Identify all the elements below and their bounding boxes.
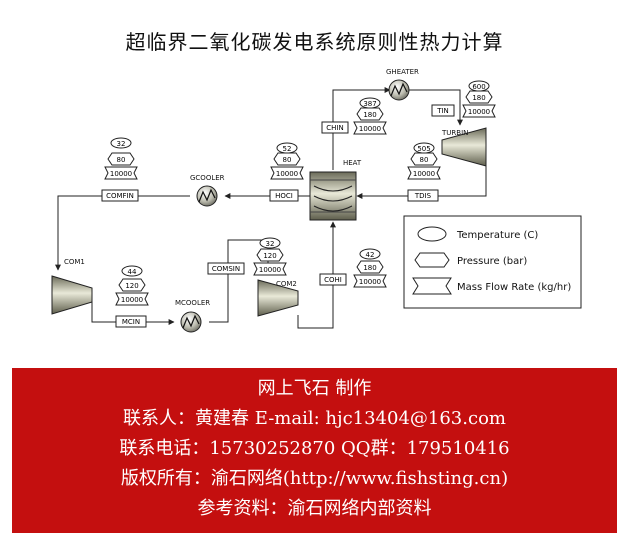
tdis-label: TDIS [414,192,432,200]
chin-mass-flow: 10000 [359,125,381,133]
stream-label-tdis: TDIS [407,189,439,202]
legend: Temperature (C) Pressure (bar) Mass Flow… [403,215,582,309]
stream-label-cohi: COHI [319,273,347,286]
stream-label-comsin: COMSIN [207,262,245,275]
stream-line-tdis [356,160,487,199]
mcin-label: MCIN [122,318,140,326]
gheater-unit: GHEATER [386,68,419,101]
stream-label-chin: CHIN [321,121,349,134]
hoci-mass-flow: 10000 [276,170,298,178]
hoci-temperature: 52 [283,145,292,153]
banner-copyright: 版权所有：渝石网络(http://www.fishsting.cn) [120,468,509,489]
com2-label: COM2 [276,280,297,288]
tin-temperature: 600 [472,83,485,91]
stream-tag-tdis: 505 80 10000 [407,142,441,180]
tdis-mass-flow: 10000 [413,170,435,178]
mcin-mass-flow: 10000 [121,296,143,304]
gheater-label: GHEATER [386,68,419,76]
stream-tag-comfin: 32 80 10000 [104,137,138,180]
com1-label: COM1 [64,258,85,266]
hoci-label: HOCI [275,192,293,200]
stream-line-tin [408,89,463,126]
banner-phone: 联系电话：15730252870 QQ群：179510416 [119,438,510,459]
cohi-mass-flow: 10000 [359,278,381,286]
cohi-pressure: 180 [363,264,376,272]
heat-label: HEAT [343,159,362,167]
comfin-pressure: 80 [117,156,126,164]
banner-reference: 参考资料：渝石网络内部资料 [197,498,432,519]
comsin-temperature: 32 [266,240,275,248]
com1-unit: COM1 [51,258,93,315]
heat-exchanger-unit: HEAT [309,159,362,221]
stream-tag-tin: 600 180 10000 [462,80,496,118]
legend-mass-flow-symbol [412,277,452,295]
banner-maker: 网上飞石 制作 [257,378,372,399]
banner-contact: 联系人：黄建春 E-mail: hjc13404@163.com [123,408,506,429]
stream-label-tin: TIN [431,104,455,117]
comsin-pressure: 120 [263,252,276,260]
stream-tag-chin: 387 180 10000 [353,97,387,135]
chin-temperature: 387 [363,100,376,108]
comfin-mass-flow: 10000 [110,170,132,178]
hoci-pressure: 80 [283,156,292,164]
legend-temperature-symbol [417,226,447,242]
tin-mass-flow: 10000 [468,108,490,116]
stream-tag-cohi: 42 180 10000 [353,248,387,288]
chin-label: CHIN [326,124,343,132]
legend-mass-flow-label: Mass Flow Rate (kg/hr) [457,282,571,293]
stream-label-mcin: MCIN [115,315,147,328]
mcin-temperature: 44 [128,268,137,276]
stream-line-chin [332,87,391,170]
comfin-label: COMFIN [106,192,134,200]
stream-label-hoci: HOCI [269,189,299,202]
page-title: 超临界二氧化碳发电系统原则性热力计算 [125,30,504,54]
legend-pressure-symbol [414,252,450,268]
mcin-pressure: 120 [125,282,138,290]
comsin-label: COMSIN [212,265,240,273]
stream-tag-hoci: 52 80 10000 [270,142,304,180]
stream-label-comfin: COMFIN [101,189,139,202]
process-flow-diagram: GHEATER TURBIN HEAT GCOOLER COM1 [51,68,582,333]
tin-pressure: 180 [472,94,485,102]
comfin-temperature: 32 [117,140,126,148]
turbin-label: TURBIN [441,129,468,137]
tdis-pressure: 80 [420,156,429,164]
legend-temperature-label: Temperature (C) [456,230,538,241]
legend-pressure-label: Pressure (bar) [457,256,527,267]
com2-unit: COM2 [257,279,299,317]
mcooler-label: MCOOLER [175,299,210,307]
tdis-temperature: 505 [417,145,430,153]
chin-pressure: 180 [363,111,376,119]
stream-tag-mcin: 44 120 10000 [115,265,149,306]
cohi-label: COHI [324,276,342,284]
stream-tag-comsin: 32 120 10000 [253,237,287,276]
cohi-temperature: 42 [366,251,375,259]
stream-line-comfin [55,195,190,271]
comsin-mass-flow: 10000 [259,266,281,274]
gcooler-label: GCOOLER [190,174,225,182]
credits-banner: 网上飞石 制作 联系人：黄建春 E-mail: hjc13404@163.com… [12,368,617,533]
tin-label: TIN [436,107,449,115]
mcooler-unit: MCOOLER [175,299,210,333]
gcooler-unit: GCOOLER [190,174,225,207]
turbin-unit: TURBIN [441,127,487,167]
